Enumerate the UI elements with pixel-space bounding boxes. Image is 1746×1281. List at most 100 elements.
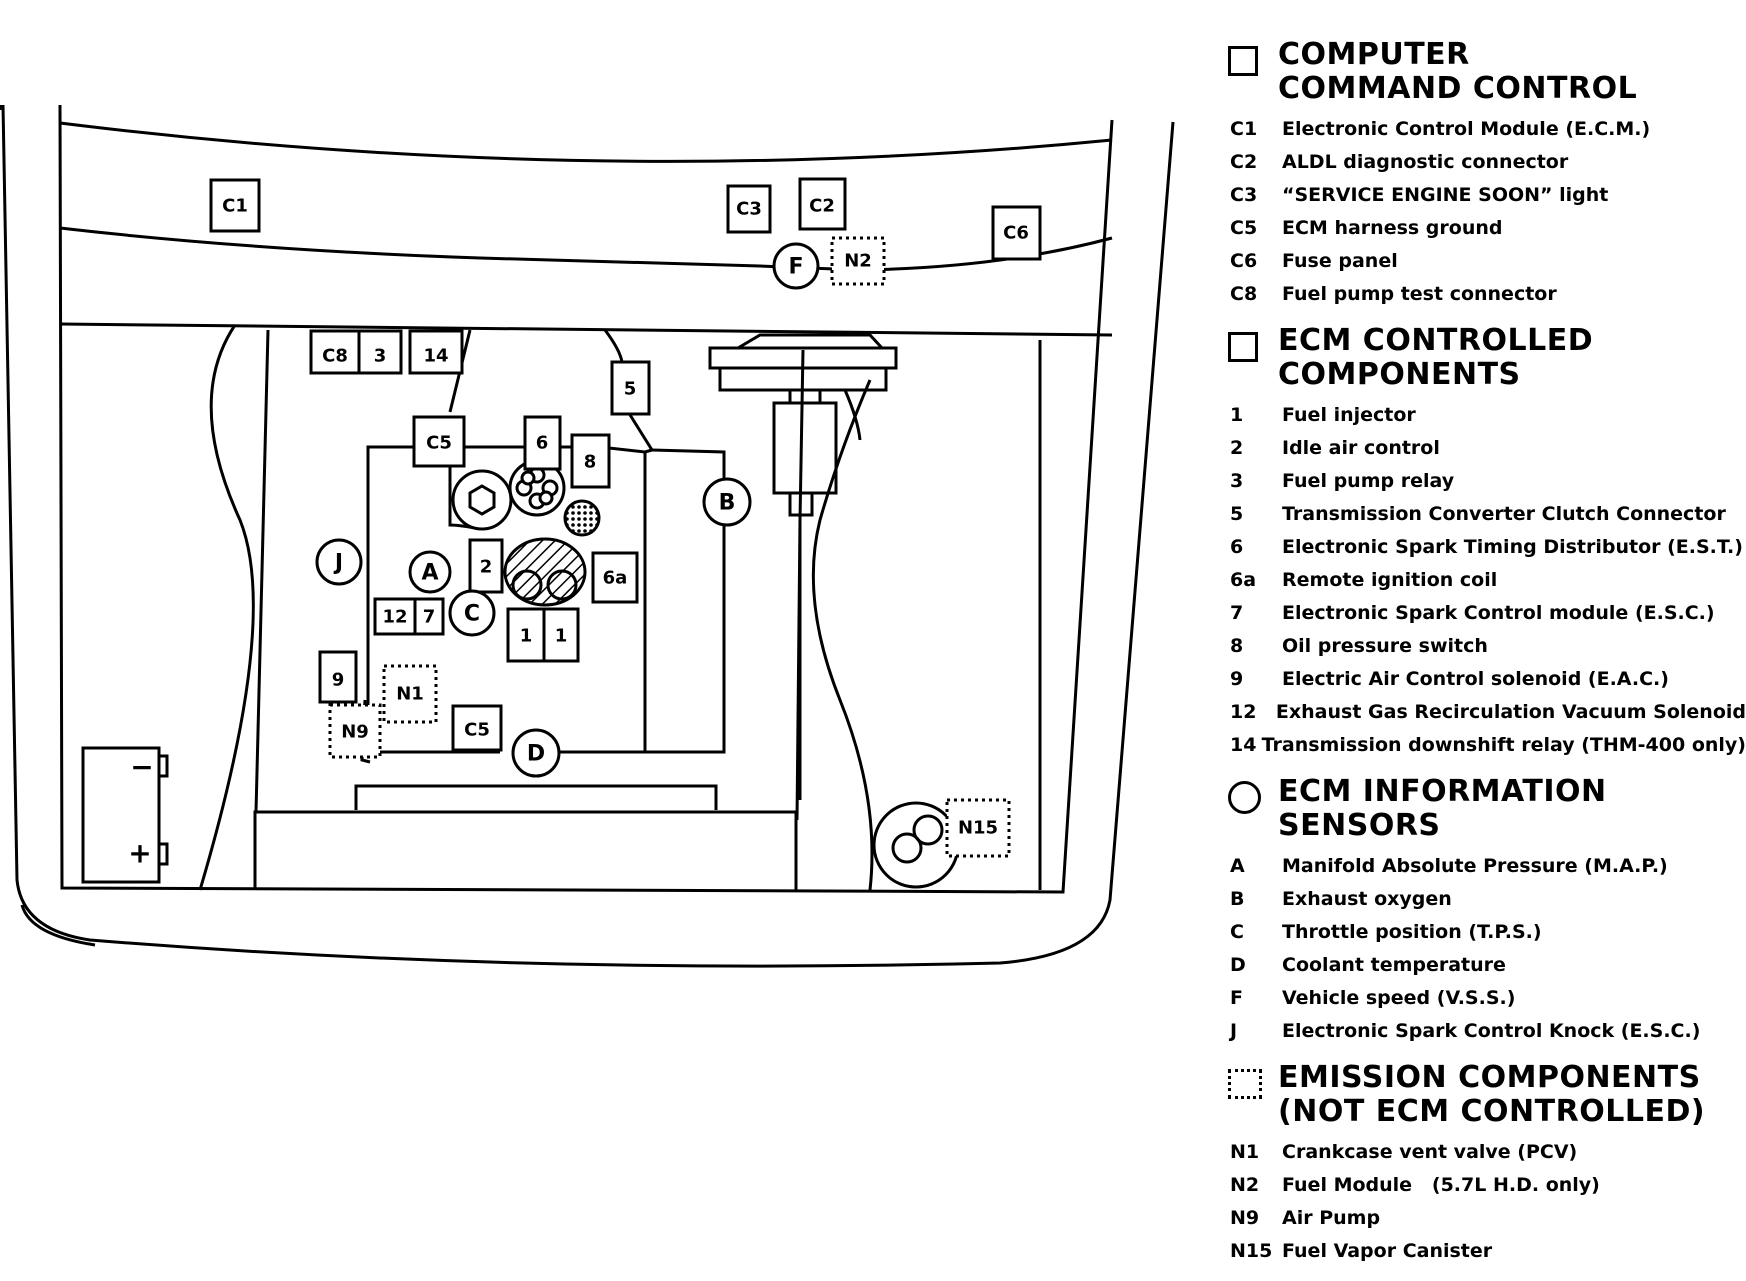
c3-box <box>726 184 772 234</box>
label-c6: C6 <box>1003 223 1029 244</box>
legend-section-title: ECM CONTROLLED COMPONENTS <box>1278 323 1594 392</box>
label-j: J <box>333 551 343 576</box>
air-cleaner-base <box>718 366 888 392</box>
n15-box <box>945 798 1011 858</box>
label-2: 2 <box>480 557 493 578</box>
label-7: 7 <box>423 607 436 628</box>
n2-box <box>830 236 886 286</box>
c8-box <box>309 329 361 375</box>
c6-box <box>991 205 1042 261</box>
legend-section-title: COMPUTER COMMAND CONTROL <box>1278 37 1638 106</box>
sensor-j <box>315 538 363 586</box>
label-5: 5 <box>624 379 637 400</box>
throttle-body-hatched <box>503 537 587 607</box>
left-fender-liner <box>198 324 255 891</box>
battery-plus-label: + <box>128 837 151 870</box>
label-6a: 6a <box>603 568 628 589</box>
label-c3: C3 <box>736 199 762 220</box>
label-12: 12 <box>382 607 407 628</box>
fender-outline <box>1 104 1175 968</box>
circle-icon <box>1228 781 1261 814</box>
firewall-line <box>59 322 1113 337</box>
label-c5a: C5 <box>426 433 452 454</box>
right-fender-liner <box>811 379 874 891</box>
label-1b: 1 <box>555 626 568 647</box>
bumper-line <box>20 904 96 947</box>
label-1a: 1 <box>520 626 533 647</box>
r2-box <box>468 538 504 594</box>
radiator-support <box>253 810 798 890</box>
label-c2: C2 <box>809 196 835 217</box>
r7-box <box>413 597 445 636</box>
engine-compartment-diagram: C1 C3 C2 C6 N2 F C8 3 14 5 C5 6 8 B J A … <box>0 104 1175 968</box>
cowl-lower-line <box>59 226 1113 272</box>
battery-minus-label: − <box>130 751 153 784</box>
label-3: 3 <box>374 346 387 367</box>
label-n9: N9 <box>341 722 369 743</box>
label-f: F <box>788 255 803 280</box>
sensor-f <box>772 242 820 290</box>
label-c5b: C5 <box>464 720 490 741</box>
label-c: C <box>464 602 480 627</box>
square-box-icon <box>1228 332 1258 362</box>
legend-section-emission: EMISSION COMPONENTS (NOT ECM CONTROLLED)… <box>1228 1061 1746 1267</box>
r5-box <box>610 360 651 416</box>
label-8: 8 <box>584 452 597 473</box>
vapor-canister <box>872 801 960 889</box>
legend-item: C3“SERVICE ENGINE SOON” light <box>1230 183 1609 206</box>
r1b-box <box>542 607 580 663</box>
n1-box <box>382 664 438 724</box>
sensor-b <box>702 477 752 527</box>
legend-section-title: ECM INFORMATION SENSORS <box>1278 774 1607 843</box>
c1-box <box>209 178 261 233</box>
cowl-upper-line <box>59 121 1113 163</box>
label-a: A <box>421 561 438 586</box>
label-9: 9 <box>332 670 345 691</box>
dotted-box-icon <box>1228 1069 1262 1099</box>
label-c8: C8 <box>322 346 348 367</box>
label-n2: N2 <box>844 251 872 272</box>
c5a-box <box>412 415 466 468</box>
oil-pressure-dotted <box>563 499 601 537</box>
label-n15: N15 <box>958 818 998 839</box>
sensor-d <box>511 728 561 778</box>
air-cleaner-snorkel <box>772 401 838 495</box>
n9-box <box>328 703 382 759</box>
r3-box <box>357 329 403 375</box>
fender-outline-inner <box>58 104 1114 894</box>
r6a-box <box>591 551 639 604</box>
label-d: D <box>527 742 545 767</box>
sensor-a <box>408 550 452 594</box>
c2-box <box>798 177 847 231</box>
battery <box>81 746 161 884</box>
c5b-box <box>451 704 503 752</box>
